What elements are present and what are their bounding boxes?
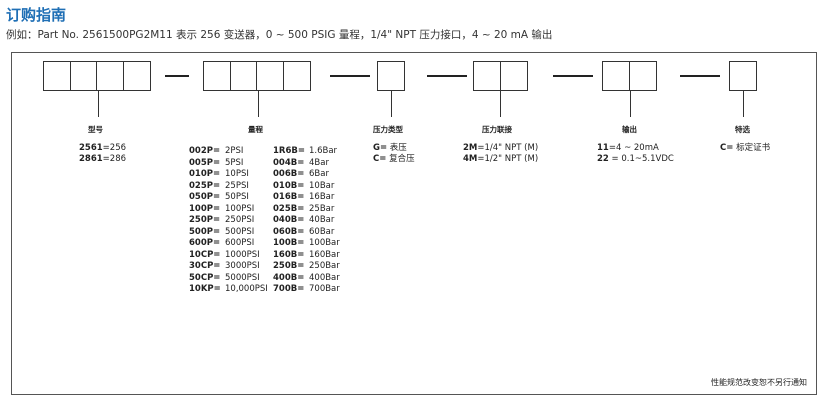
code-box bbox=[122, 61, 151, 91]
footnote: 性能规范改变恕不另行通知 bbox=[711, 378, 807, 387]
output-option: 11=4 ~ 20mA bbox=[597, 143, 659, 153]
code-box bbox=[282, 61, 311, 91]
code-box bbox=[602, 61, 630, 91]
separator-dash bbox=[553, 75, 593, 77]
output-code-boxes bbox=[602, 61, 657, 91]
model-option: 2561=256 bbox=[79, 143, 127, 153]
leader-line bbox=[630, 91, 631, 117]
separator-dash bbox=[427, 75, 467, 77]
code-box bbox=[256, 61, 284, 91]
leader-line bbox=[98, 91, 99, 117]
connection-option: 4M=1/2" NPT (M) bbox=[463, 154, 539, 164]
output-heading: 输出 bbox=[622, 125, 637, 134]
options-heading: 特选 bbox=[735, 125, 750, 134]
leader-line bbox=[258, 91, 259, 117]
range-code-boxes bbox=[203, 61, 311, 91]
range-heading: 量程 bbox=[248, 125, 263, 134]
separator-dash bbox=[165, 75, 189, 77]
model-heading: 型号 bbox=[88, 125, 103, 134]
ordering-frame bbox=[11, 52, 817, 395]
code-box bbox=[729, 61, 757, 91]
example-text: 例如：Part No. 2561500PG2M11 表示 256 变送器，0 ~… bbox=[6, 29, 553, 41]
separator-dash bbox=[330, 75, 370, 77]
output-option: 22 = 0.1~5.1VDC bbox=[597, 154, 674, 164]
code-box bbox=[69, 61, 98, 91]
connection-option: 2M=1/4" NPT (M) bbox=[463, 143, 539, 153]
pressure-type-option: C= 复合压 bbox=[373, 154, 415, 164]
connection-code-boxes bbox=[473, 61, 528, 91]
model-option: 2861=286 bbox=[79, 154, 127, 164]
pressure-type-option: G= 表压 bbox=[373, 143, 407, 153]
options-option: C= 标定证书 bbox=[720, 143, 771, 153]
leader-line bbox=[391, 91, 392, 117]
code-box bbox=[43, 61, 71, 91]
code-box bbox=[473, 61, 501, 91]
code-box bbox=[628, 61, 657, 91]
pressure-type-heading: 压力类型 bbox=[373, 125, 403, 134]
model-code-boxes bbox=[43, 61, 151, 91]
leader-line bbox=[743, 91, 744, 117]
code-box bbox=[203, 61, 231, 91]
code-box bbox=[377, 61, 405, 91]
separator-dash bbox=[680, 75, 720, 77]
leader-line bbox=[500, 91, 501, 117]
pressure-type-code-box bbox=[377, 61, 405, 91]
connection-heading: 压力联接 bbox=[482, 125, 512, 134]
code-box bbox=[499, 61, 528, 91]
page-title: 订购指南 bbox=[6, 6, 67, 24]
code-box bbox=[229, 61, 258, 91]
code-box bbox=[96, 61, 124, 91]
options-code-box bbox=[729, 61, 757, 91]
